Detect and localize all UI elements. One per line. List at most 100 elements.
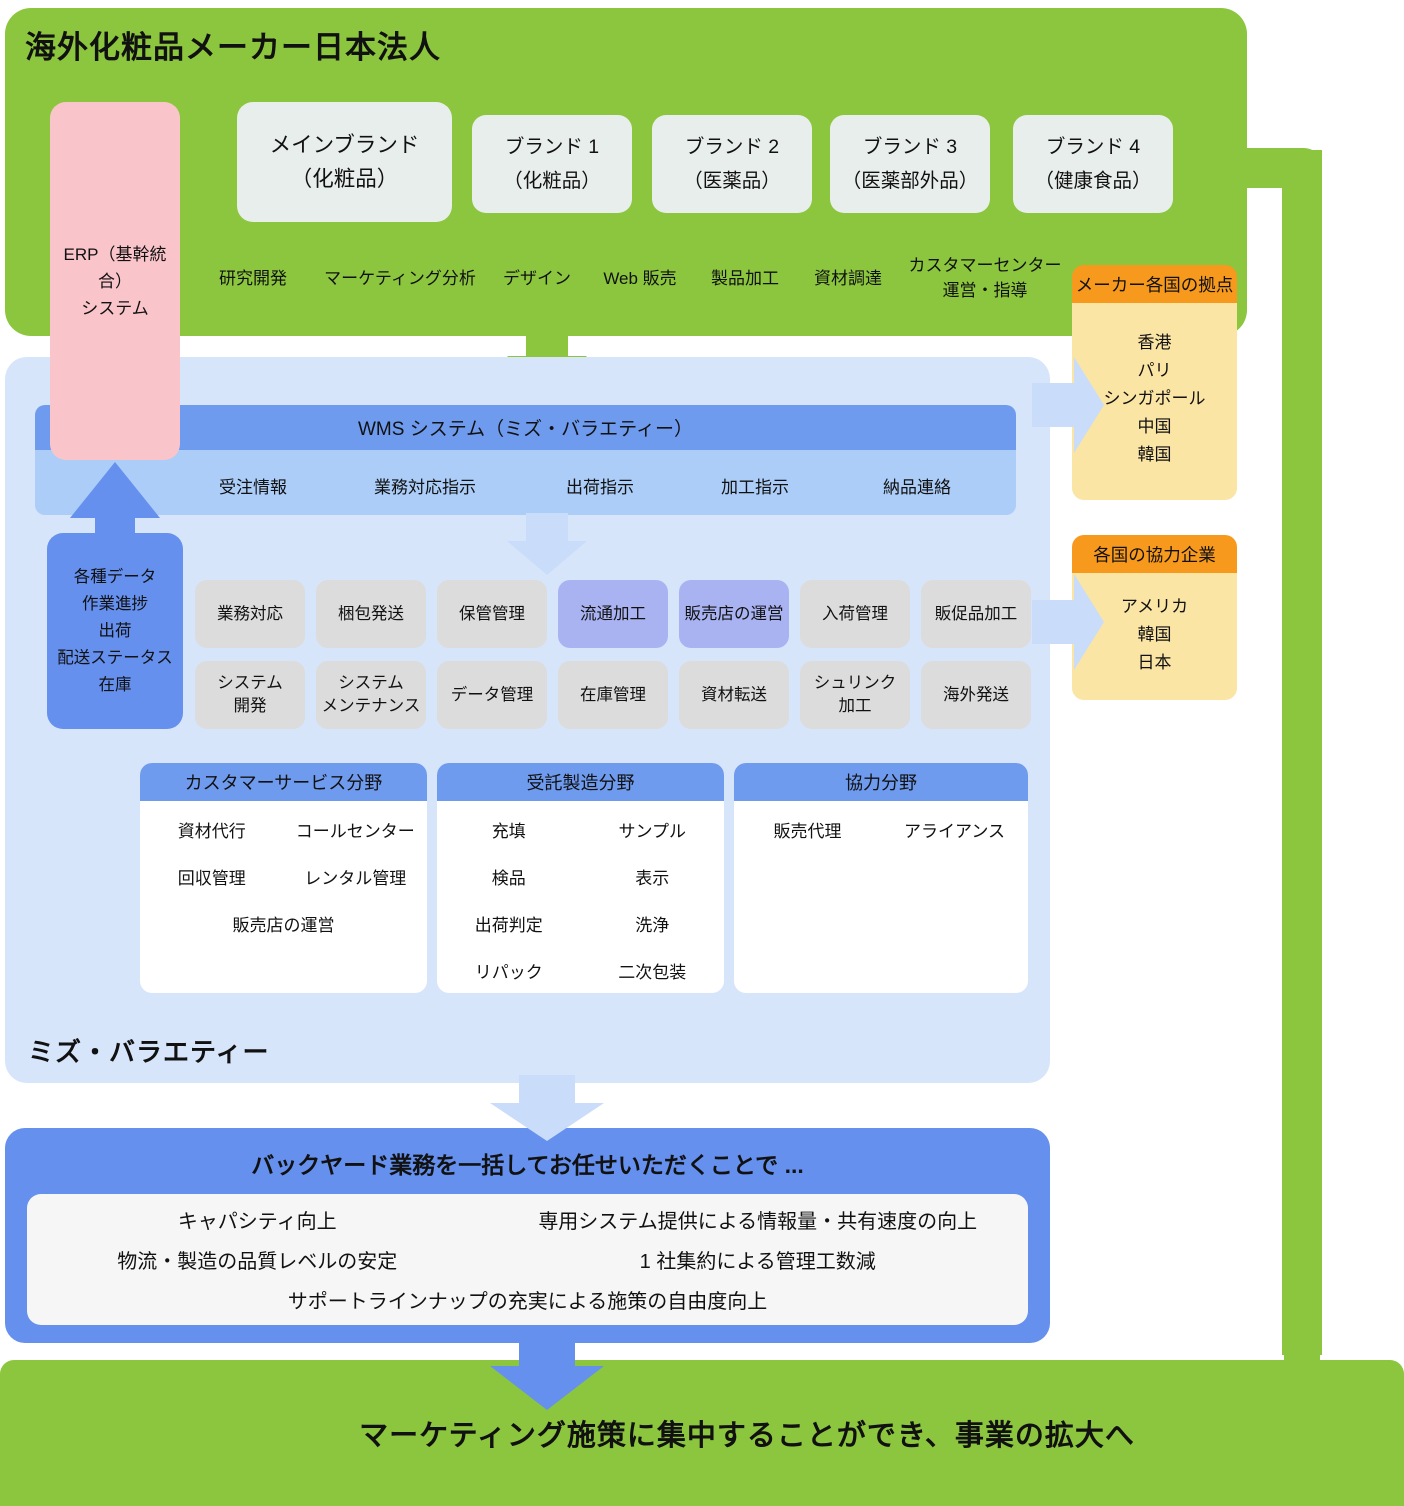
base-item: 中国 — [1137, 417, 1172, 436]
section-cooperation: 協力分野 販売代理 アライアンス — [734, 763, 1028, 993]
arrow-down-lightblue-icon — [526, 513, 568, 543]
footer-text: マーケティング施策に集中することができ、事業の拡大へ — [359, 1420, 1135, 1452]
wms-flow-label: 出荷指示 — [566, 478, 634, 497]
arrow-up-blue-head-icon — [70, 462, 160, 518]
section-header: カスタマーサービス分野 — [140, 763, 427, 801]
wms-flow-label: 加工指示 — [721, 478, 789, 497]
section-header: 協力分野 — [734, 763, 1028, 801]
section-item: 表示 — [635, 869, 670, 888]
base-item: 香港 — [1137, 333, 1172, 352]
arrow-down-blue-icon — [519, 1341, 575, 1369]
service-box: シュリンク 加工 — [800, 661, 910, 729]
brand-category: （医薬品） — [683, 170, 781, 192]
brand-name: メインブランド — [269, 133, 420, 157]
section-item: 充填 — [491, 822, 526, 841]
service-box: システム メンテナンス — [316, 661, 426, 729]
section-header: 受託製造分野 — [437, 763, 724, 801]
section-item: リパック — [474, 963, 543, 982]
service-box: 海外発送 — [921, 661, 1031, 729]
arrow-down-lightblue-head-icon — [490, 1103, 604, 1141]
brand-name: ブランド 1 — [504, 136, 600, 158]
data-feedback-box: 各種データ 作業進捗 出荷 配送ステータス 在庫 — [47, 533, 183, 729]
mizu-variety-label: ミズ・バラエティー — [28, 1037, 270, 1067]
partner-companies-header: 各国の協力企業 — [1072, 535, 1237, 573]
maker-function: 研究開発 — [219, 269, 287, 288]
base-item: シンガポール — [1103, 389, 1206, 408]
page-title: 海外化粧品メーカー日本法人 — [25, 30, 441, 65]
section-item: サンプル — [618, 822, 687, 841]
service-box: 販促品加工 — [921, 580, 1031, 648]
section-item: 二次包装 — [618, 963, 687, 982]
brand-category: （健康食品） — [1034, 170, 1152, 192]
maker-bases-box: メーカー各国の拠点 香港 パリ シンガポール 中国 韓国 — [1072, 265, 1237, 500]
arrow-right-lightblue-head-icon — [1074, 574, 1104, 670]
maker-function: デザイン — [503, 269, 571, 288]
backyard-promo-title: バックヤード業務を一括してお任せいただくことで ... — [251, 1152, 804, 1178]
base-item: アメリカ — [1120, 597, 1189, 616]
base-item: 韓国 — [1137, 625, 1172, 644]
arrow-down-blue-head-icon — [490, 1366, 604, 1410]
section-item: 販売代理 — [773, 822, 842, 841]
service-box: 資材転送 — [679, 661, 789, 729]
brand-category: （化粧品） — [503, 170, 601, 192]
brand-name: ブランド 2 — [684, 136, 780, 158]
brand-box-4: ブランド 4 （健康食品） — [1013, 115, 1173, 213]
arrow-down-lightblue-icon — [519, 1075, 575, 1105]
section-item: 販売店の運営 — [232, 916, 335, 935]
brand-name: ブランド 3 — [862, 136, 958, 158]
maker-function: マーケティング分析 — [324, 269, 476, 288]
maker-function: カスタマーセンター 運営・指導 — [908, 256, 1062, 300]
brand-box-3: ブランド 3 （医薬部外品） — [830, 115, 990, 213]
brand-box-main: メインブランド （化粧品） — [237, 102, 452, 222]
brand-category: （医薬部外品） — [841, 170, 979, 192]
section-item: 洗浄 — [635, 916, 670, 935]
wms-flow-label: 受注情報 — [219, 478, 287, 497]
maker-function: 製品加工 — [711, 269, 779, 288]
maker-function: 資材調達 — [814, 269, 882, 288]
section-contract-manufacturing: 受託製造分野 充填 サンプル 検品 表示 出荷判定 洗浄 リパック 二次包装 — [437, 763, 724, 993]
section-item: 検品 — [491, 869, 526, 888]
base-item: パリ — [1137, 361, 1172, 380]
maker-bases-header: メーカー各国の拠点 — [1072, 265, 1237, 303]
benefit-item: キャパシティ向上 — [177, 1211, 337, 1233]
benefit-item: 物流・製造の品質レベルの安定 — [117, 1251, 398, 1273]
arrow-right-lightblue-icon — [1032, 383, 1074, 427]
section-item: 資材代行 — [177, 822, 246, 841]
service-box: 梱包発送 — [316, 580, 426, 648]
arrow-up-blue-icon — [95, 514, 135, 538]
benefit-item: 専用システム提供による情報量・共有速度の向上 — [538, 1211, 978, 1233]
benefits-box: キャパシティ向上 専用システム提供による情報量・共有速度の向上 物流・製造の品質… — [27, 1194, 1028, 1325]
wms-flow-label: 納品連絡 — [883, 478, 951, 497]
brand-category: （化粧品） — [290, 167, 399, 191]
service-box: 在庫管理 — [558, 661, 668, 729]
benefit-item: 1 社集約による管理工数減 — [639, 1251, 876, 1273]
service-box: 入荷管理 — [800, 580, 910, 648]
brand-name: ブランド 4 — [1045, 136, 1141, 158]
arrow-right-lightblue-icon — [1032, 600, 1074, 644]
footer-banner: マーケティング施策に集中することができ、事業の拡大へ — [0, 1360, 1404, 1506]
arrow-down-green-icon — [526, 330, 568, 358]
brand-box-2: ブランド 2 （医薬品） — [652, 115, 812, 213]
base-item: 韓国 — [1137, 445, 1172, 464]
section-item: アライアンス — [904, 822, 1005, 841]
wms-system-bar: WMS システム（ミズ・バラエティー） — [35, 405, 1016, 450]
green-connector-bar — [1282, 150, 1322, 1352]
section-item: レンタル管理 — [304, 869, 407, 888]
wms-flow-band — [35, 450, 1016, 515]
section-item: 出荷判定 — [474, 916, 543, 935]
partner-companies-box: 各国の協力企業 アメリカ 韓国 日本 — [1072, 535, 1237, 700]
section-item: 回収管理 — [177, 869, 246, 888]
maker-function: Web 販売 — [603, 269, 677, 288]
wms-flow-label: 業務対応指示 — [374, 478, 476, 497]
service-box-highlight: 流通加工 — [558, 580, 668, 648]
section-customer-service: カスタマーサービス分野 資材代行 コールセンター 回収管理 レンタル管理 販売店… — [140, 763, 427, 993]
arrow-right-lightblue-head-icon — [1074, 357, 1104, 453]
section-item: コールセンター — [295, 822, 415, 841]
service-box: 保管管理 — [437, 580, 547, 648]
service-box: 業務対応 — [195, 580, 305, 648]
benefit-item: サポートラインナップの充実による施策の自由度向上 — [287, 1291, 768, 1313]
brand-box-1: ブランド 1 （化粧品） — [472, 115, 632, 213]
service-box: データ管理 — [437, 661, 547, 729]
erp-system-box: ERP（基幹統合） システム — [50, 102, 180, 460]
